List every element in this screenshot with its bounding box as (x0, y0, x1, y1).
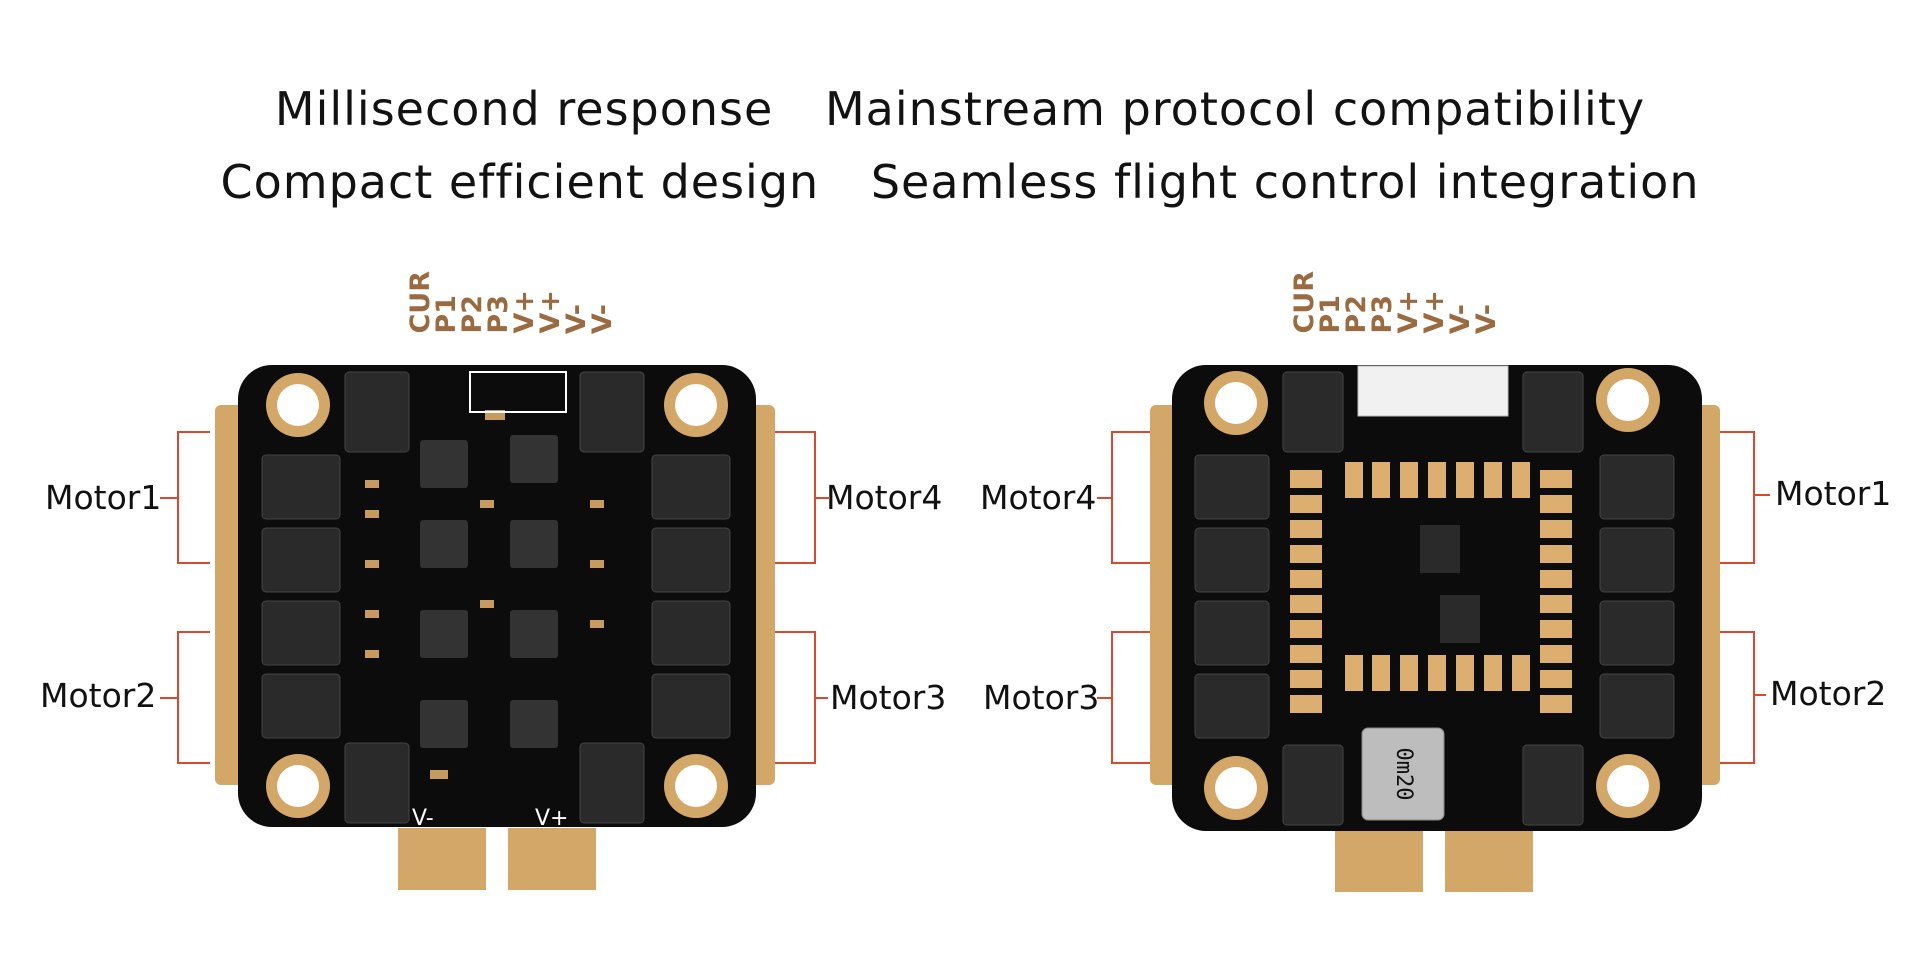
headline-row-2: Compact efficient design Seamless flight… (0, 155, 1920, 209)
left-pin-labels: CUR P1 P2 P3 V+ V+ V- V- (405, 262, 618, 334)
feature-compact-design: Compact efficient design (220, 155, 820, 209)
signal-connector (1357, 365, 1509, 417)
mounting-holes (1204, 368, 1660, 820)
capacitor-label: 0m20 (1391, 748, 1416, 801)
right-motor3-label: Motor3 (983, 678, 1100, 717)
power-pad-2 (1445, 830, 1533, 892)
silk-vminus: V- (412, 806, 434, 831)
mosfets (1194, 371, 1675, 826)
left-motor-brackets (160, 431, 830, 764)
left-motor2-label: Motor2 (40, 676, 157, 715)
left-pcb (238, 365, 756, 827)
right-motor4-label: Motor4 (980, 478, 1097, 517)
silk-vplus: V+ (535, 806, 568, 831)
capacitor-bank (1290, 462, 1572, 713)
right-pin-labels: CUR P1 P2 P3 V+ V+ V- V- (1289, 262, 1502, 334)
left-motor1-label: Motor1 (45, 478, 162, 517)
right-motor1-label: Motor1 (1775, 474, 1892, 513)
pin-label-vminus-2: V- (587, 303, 618, 334)
left-motor3-label: Motor3 (830, 678, 947, 717)
power-pad-vplus (508, 828, 596, 890)
right-motor-brackets (1097, 431, 1770, 764)
mosfets (261, 371, 731, 824)
regulators (1420, 525, 1480, 643)
feature-millisecond-response: Millisecond response (274, 82, 774, 136)
left-esc-board: V- V+ (160, 365, 830, 890)
signal-connector-footprint (469, 371, 567, 413)
right-motor2-label: Motor2 (1770, 674, 1887, 713)
bulk-capacitor (1361, 727, 1445, 821)
power-pad-1 (1335, 830, 1423, 892)
power-pad-vminus (398, 828, 486, 890)
passives (365, 410, 604, 779)
driver-ics (420, 435, 558, 748)
pin-label-vminus-2: V- (1471, 303, 1502, 334)
feature-protocol-compatibility: Mainstream protocol compatibility (824, 82, 1646, 136)
headline-row-1: Millisecond response Mainstream protocol… (0, 82, 1920, 136)
right-esc-board: 0m20 (1097, 365, 1770, 892)
feature-flight-control-integration: Seamless flight control integration (870, 155, 1700, 209)
left-motor4-label: Motor4 (826, 478, 943, 517)
